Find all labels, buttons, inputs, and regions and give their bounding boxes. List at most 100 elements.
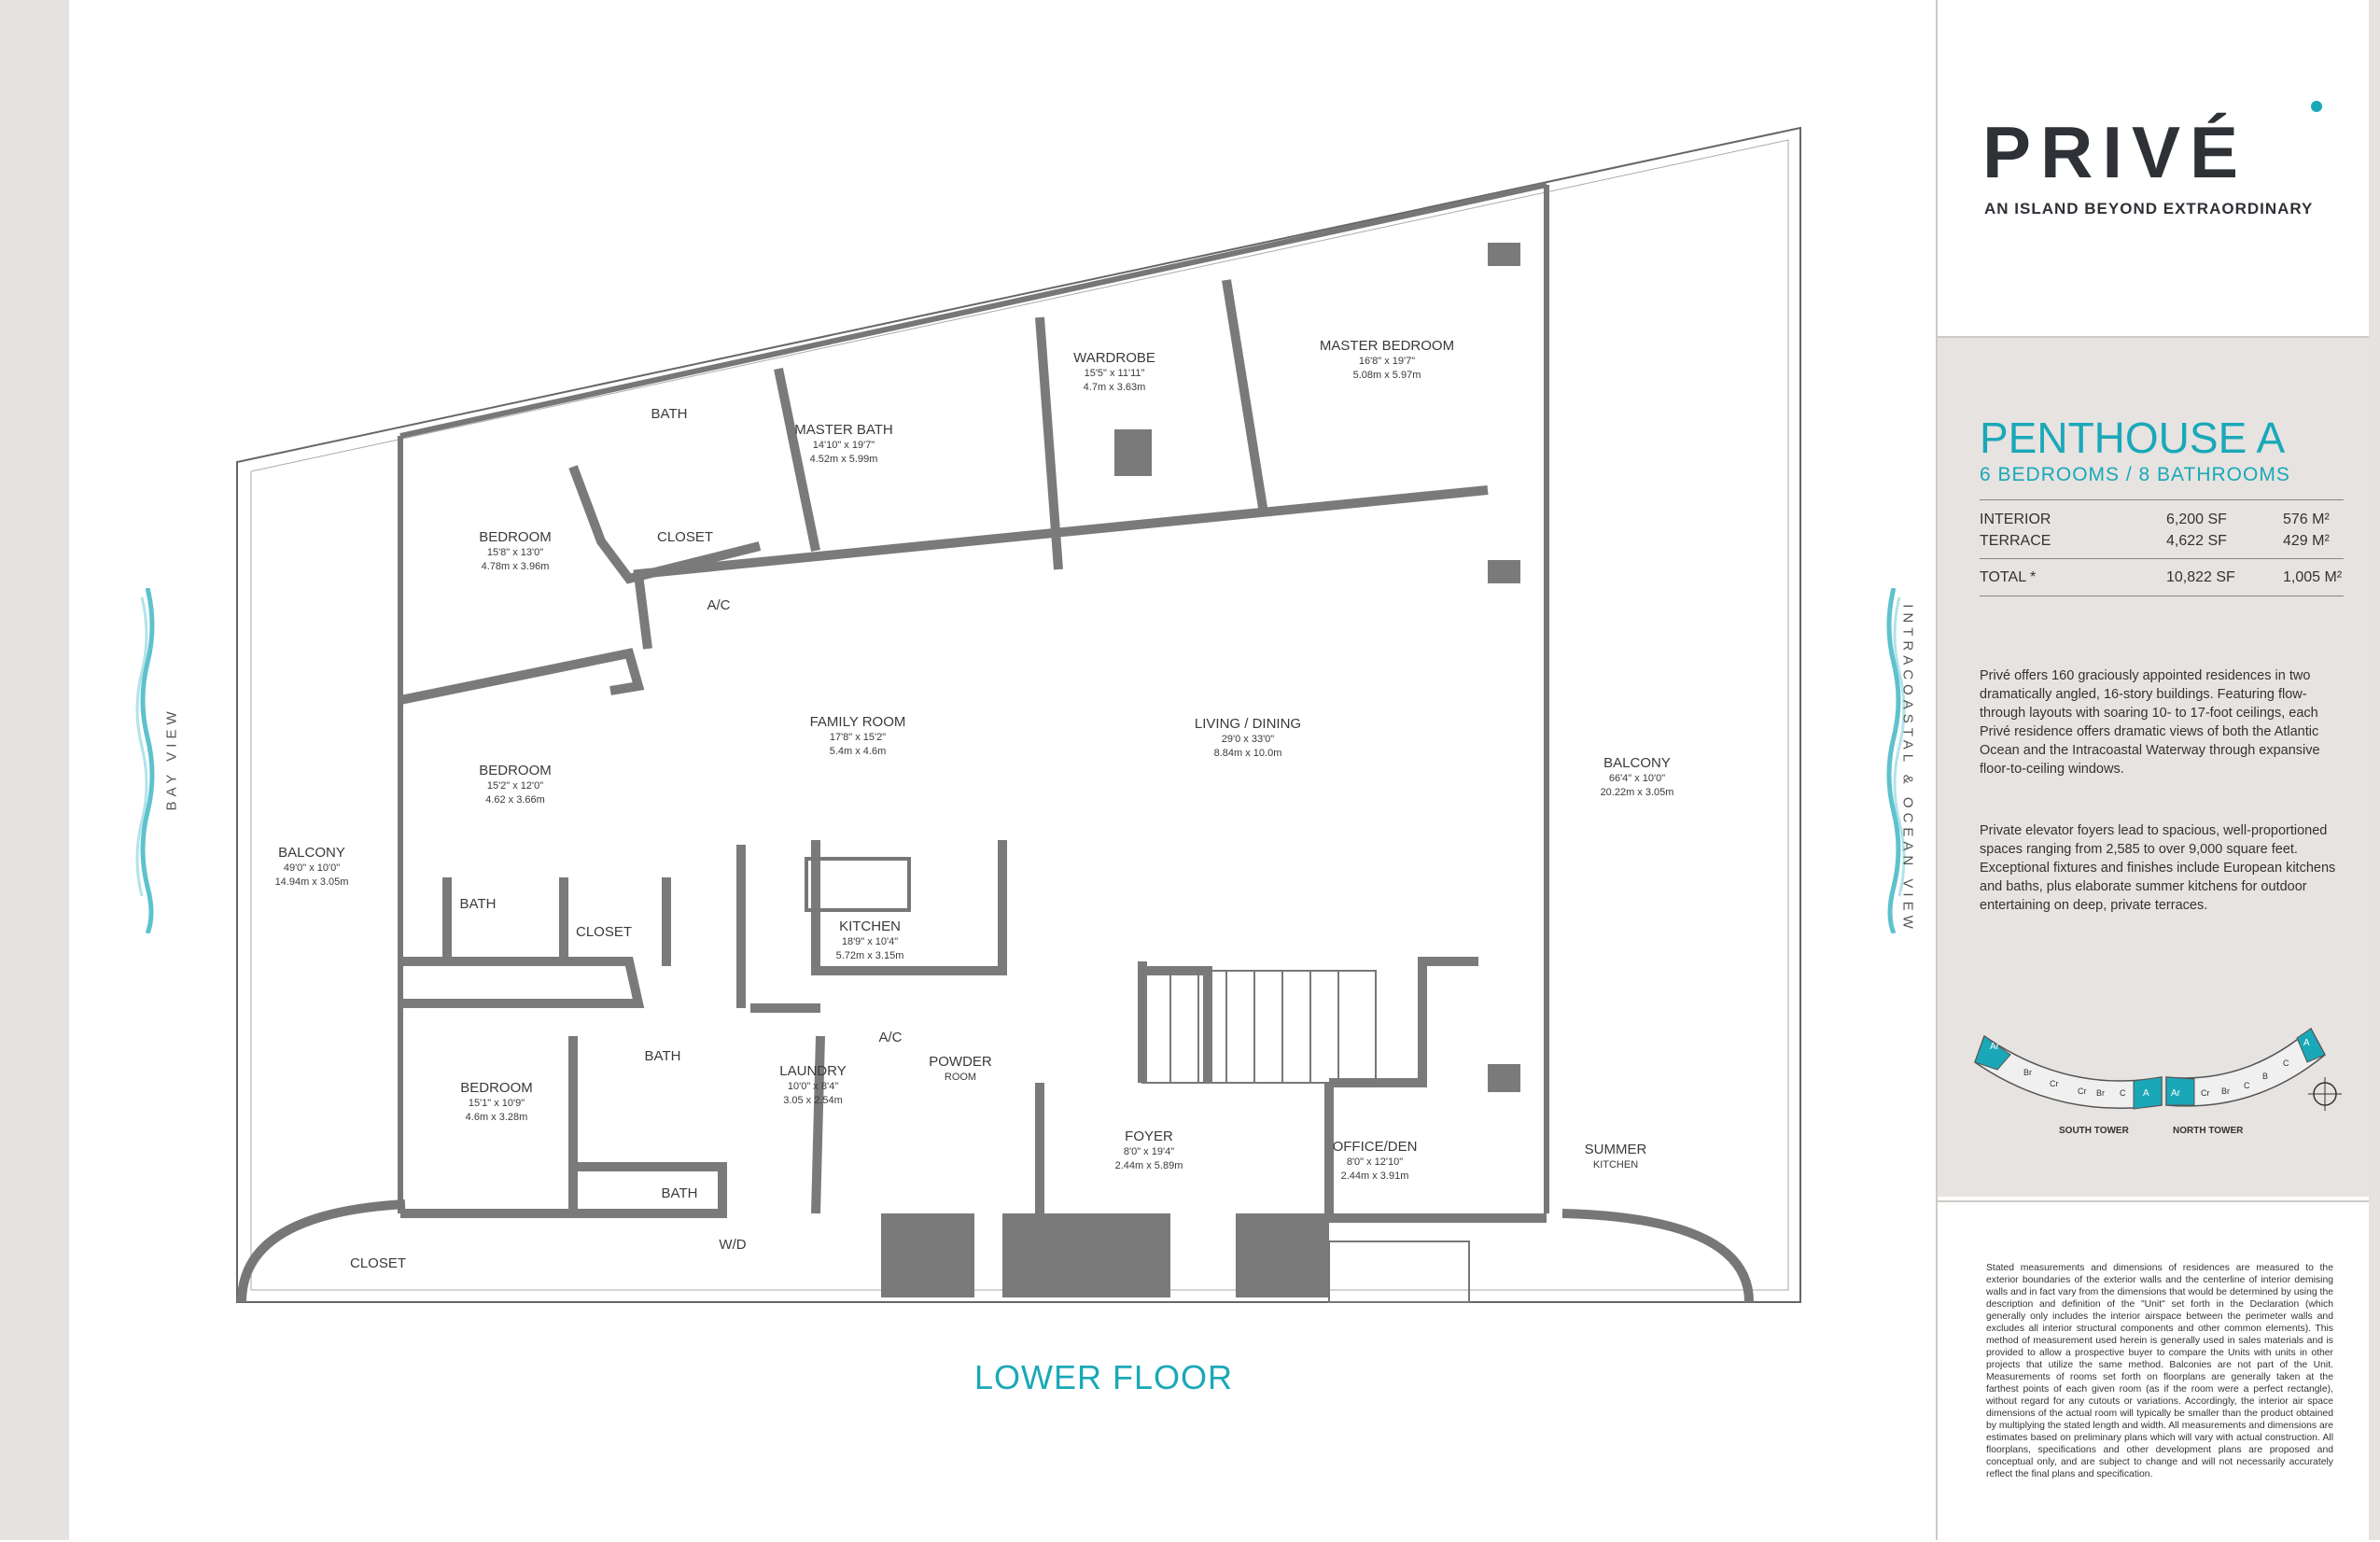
interior-walls — [399, 279, 1547, 1223]
unit-title: PENTHOUSE A — [1980, 414, 2286, 462]
room-dimension: 5.08m x 5.97m — [1353, 370, 1421, 381]
north-tower-plan: Ar Cr Br C B C A NORTH TOWER — [2165, 1027, 2326, 1136]
stairs — [1141, 970, 1470, 1303]
divider — [1980, 558, 2344, 559]
room-label: BATH — [662, 1185, 698, 1201]
room-dimension: 15'2" x 12'0" — [487, 780, 543, 792]
ocean-water-icon — [1886, 588, 1906, 933]
summer-kitchen-curve — [1561, 1209, 1754, 1303]
room-name: CLOSET — [576, 924, 632, 940]
key-unit: C — [2244, 1081, 2250, 1090]
room-dimension: 8.84m x 10.0m — [1214, 748, 1282, 759]
brand-logo: PRIVÉ — [1982, 111, 2248, 193]
room-name: SUMMER — [1585, 1142, 1647, 1157]
room-name: BATH — [662, 1185, 698, 1201]
logo-accent-dot — [2311, 101, 2322, 112]
room-name: BEDROOM — [479, 529, 552, 545]
room-label: BATH — [460, 896, 497, 912]
room-dimension: 4.78m x 3.96m — [482, 561, 550, 572]
room-dimension: 10'0" x 8'4" — [788, 1081, 838, 1092]
key-unit: Br — [2023, 1068, 2032, 1077]
room-dimension: 8'0" x 12'10" — [1347, 1156, 1403, 1168]
room-dimension: 2.44m x 5.89m — [1115, 1160, 1183, 1171]
compass-icon — [2308, 1077, 2342, 1111]
disclaimer-text: Stated measurements and dimensions of re… — [1986, 1263, 2333, 1479]
area-label: TERRACE — [1980, 533, 2051, 549]
south-tower-plan: Ar Br Cr Cr Br C A SOUTH TOWER — [1974, 1034, 2163, 1136]
room-name: W/D — [719, 1237, 746, 1253]
room-dimension: 14.94m x 3.05m — [275, 876, 349, 888]
room-dimension: 5.4m x 4.6m — [830, 746, 887, 757]
room-dimension: 29'0 x 33'0" — [1222, 734, 1275, 745]
key-unit: Cr — [2201, 1088, 2210, 1098]
area-row-interior: INTERIOR 6,200 SF 576 M² — [1980, 512, 2344, 532]
bay-water-icon — [135, 588, 155, 933]
key-unit: Ar — [1990, 1042, 2000, 1052]
room-name: BEDROOM — [460, 1080, 533, 1096]
room-name: OFFICE/DEN — [1333, 1139, 1418, 1155]
room-dimension: 4.62 x 3.66m — [485, 794, 545, 806]
key-unit: Cr — [2050, 1079, 2059, 1088]
area-m2: 576 M² — [2283, 512, 2330, 527]
key-unit: Br — [2221, 1086, 2230, 1096]
room-name: FAMILY ROOM — [810, 714, 906, 730]
unit-info-section: PENTHOUSE A 6 BEDROOMS / 8 BATHROOMS INT… — [1938, 338, 2369, 1197]
room-dimension: 17'8" x 15'2" — [830, 732, 886, 743]
room-dimension: 66'4" x 10'0" — [1609, 773, 1665, 784]
terrace-inner-line — [250, 139, 1789, 1291]
room-label: A/C — [707, 597, 730, 613]
room-label: CLOSET — [657, 529, 713, 545]
window-wall-top — [399, 182, 1547, 439]
key-unit: A — [2143, 1088, 2149, 1099]
room-dimension: 5.72m x 3.15m — [836, 950, 904, 961]
tower-key-plan: Ar Br Cr Cr Br C A SOUTH TOWER Ar Cr Br … — [1974, 1027, 2342, 1136]
total-sf: 10,822 SF — [2166, 569, 2235, 585]
kitchen-island — [805, 857, 911, 912]
room-name: BATH — [460, 896, 497, 912]
total-label: TOTAL * — [1980, 569, 2037, 585]
room-name: LAUNDRY — [779, 1063, 846, 1079]
room-name: WARDROBE — [1073, 350, 1155, 366]
room-name: POWDER — [929, 1054, 992, 1070]
room-dimension: 4.7m x 3.63m — [1084, 382, 1146, 393]
room-name: BEDROOM — [479, 763, 552, 778]
room-label: BATH — [651, 406, 688, 422]
room-dimension: ROOM — [945, 1072, 976, 1083]
room-dimension: 14'10" x 19'7" — [813, 440, 875, 451]
room-name: BATH — [651, 406, 688, 422]
area-sf: 6,200 SF — [2166, 512, 2227, 527]
room-dimension: 16'8" x 19'7" — [1359, 356, 1415, 367]
key-unit: C — [2283, 1058, 2289, 1068]
brand-tagline: AN ISLAND BEYOND EXTRAORDINARY — [1984, 200, 2314, 217]
logo-section: PRIVÉ AN ISLAND BEYOND EXTRAORDINARY — [1938, 0, 2369, 338]
room-name: LIVING / DINING — [1195, 716, 1301, 732]
room-label: BATH — [645, 1048, 681, 1064]
area-sf: 4,622 SF — [2166, 533, 2227, 549]
right-margin-strip — [2367, 0, 2380, 1540]
room-name: BALCONY — [278, 845, 345, 861]
area-label: INTERIOR — [1980, 512, 2051, 527]
ocean-view-label: INTRACOASTAL & OCEAN VIEW — [1899, 604, 1916, 933]
room-dimension: 15'5" x 11'11" — [1085, 368, 1145, 379]
room-dimension: 49'0" x 10'0" — [284, 862, 340, 874]
divider — [1980, 499, 2344, 500]
room-dimension: 8'0" x 19'4" — [1124, 1146, 1174, 1157]
room-label: BEDROOM 15'2" x 12'0" 4.62 x 3.66m — [479, 763, 552, 806]
structural-columns — [881, 243, 1520, 1297]
floor-label: LOWER FLOOR — [974, 1358, 1234, 1396]
key-unit: Cr — [2078, 1086, 2087, 1096]
info-panel: PRIVÉ AN ISLAND BEYOND EXTRAORDINARY PEN… — [1936, 0, 2369, 1540]
room-label: CLOSET — [576, 924, 632, 940]
room-dimension: 15'1" x 10'9" — [469, 1098, 525, 1109]
room-label: WARDROBE 15'5" x 11'11" 4.7m x 3.63m — [1073, 350, 1155, 393]
area-row-total: TOTAL * 10,822 SF 1,005 M² — [1980, 569, 2344, 590]
